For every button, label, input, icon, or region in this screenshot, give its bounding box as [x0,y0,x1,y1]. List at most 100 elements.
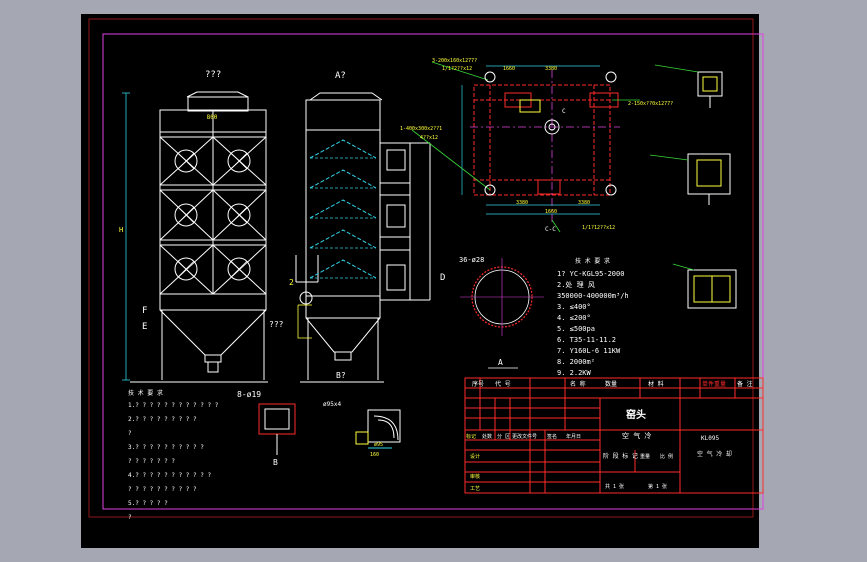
plan-dim-bottom-0: 3380 [516,200,528,206]
left-notes-title: 技 术 要 求 [128,389,163,397]
side-view [295,92,431,383]
front-view-outlet-dim: 800 [207,114,218,121]
tech-requirement-item: 7. Y160L-6 11KW [557,347,621,355]
sheet-border-inner [88,18,754,518]
front-view-fan-circle [174,257,198,281]
front-view-circles [174,149,251,281]
tb-sign-3: 更改文件号 [512,433,537,440]
left-note-line: 5.? ? ? ? ? [128,500,168,507]
left-note-line: 1.? ? ? ? ? ? ? ? ? ? ? ? [128,402,219,409]
filter-bag-row [309,139,377,159]
plan-dim-bottom-1: 1660 [545,209,557,215]
side-view-pipe-label: 2 [289,278,294,287]
detail-leaders-right [649,64,699,271]
filter-bag-row [309,199,377,219]
detail-views-right [687,71,737,309]
tb-header-2: 名 称 [570,380,586,388]
tech-requirement-item: 8. 2000m² [557,358,595,366]
tech-requirement-item: 4. ≤200° [557,314,591,322]
detail-elbow [355,409,401,449]
plan-callout-2: 1-400x300x2??1 [400,126,442,132]
front-view-top-label: ??? [205,70,221,80]
fan-cross [177,260,195,278]
left-note-line: 2.? ? ? ? ? ? ? ? ? [128,416,197,423]
fan-cross [177,152,195,170]
front-view-label-f: F [142,306,147,316]
fan-cross [230,152,248,170]
ring-view: 36-ø28 A [459,256,544,369]
tb-company: 窑头 [626,408,646,421]
elbow-dim-label: ø95x4 [323,401,341,408]
tb-sign-0: 标记 [466,433,476,440]
tb-scale-label: 比 例 [660,453,673,460]
tech-requirement-item: 6. T35-11-11.2 [557,336,616,344]
elbow-dim-bottom: 160 [370,452,379,458]
fan-cross [177,206,195,224]
tech-requirement-item: 2.处 理 风 [557,280,595,289]
tb-sign-5: 年月日 [566,433,581,440]
front-view-fan-circle [174,149,198,173]
side-view-filter-bags [309,139,377,279]
side-view-label-b: B? [336,371,346,380]
left-note-line: ? ? ? ? ? ? ? ? ? ? [128,486,197,493]
front-view-fan-circle [174,203,198,227]
plan-callout-1b: 1/1?2??x12 [442,66,472,72]
side-view-yellow [297,304,312,339]
elbow-dim-d: ø95 [374,442,383,448]
tb-sheet-no: 第 1 张 [648,483,667,490]
tb-role-1: 审核 [470,473,480,480]
tech-requirement-item: 9. 2.2KW [557,369,592,377]
plan-dim-bottom-2: 3380 [578,200,590,206]
side-view-top-label: A? [335,71,346,81]
front-view-dim-lines [122,92,130,381]
left-note-line: ? [128,430,132,437]
left-note-line: 3.? ? ? ? ? ? ? ? ? ? [128,444,204,451]
drawing-sheet [81,14,759,548]
front-view-fan-circle [227,257,251,281]
plan-dim-top-1: 3380 [545,66,557,72]
tech-requirements-title: 技 术 要 求 [575,257,610,265]
tb-subtitle: 空 气 冷 却 [697,450,732,458]
front-view: ??? [130,70,268,383]
tech-requirement-item: 1? YC-KGL95-2000 [557,270,624,278]
tb-role-0: 设计 [470,453,480,460]
tb-header-5: 单件重量 [702,380,726,388]
fan-cross [230,206,248,224]
plan-label-c: C [562,108,566,115]
side-view-labels: A? 2 B? ??? D [269,71,445,380]
detail-flange-square [258,403,296,455]
tech-requirement-item: 5. ≤500pa [557,325,595,333]
front-view-flange-dim: 8-ø19 [237,390,261,399]
plan-view-leaders [411,61,640,233]
tb-sign-2: 分 区 [497,433,510,440]
tb-role-2: 工艺 [470,486,480,492]
tb-header-0: 序号 [472,380,484,388]
side-view-label-d: D [440,273,445,283]
left-notes: 技 术 要 求 1.? ? ? ? ? ? ? ? ? ? ? ? 2.? ? ?… [128,389,219,521]
front-view-label-e: E [142,322,147,332]
left-note-line: ? [128,514,132,521]
plan-dim-top-0: 1660 [503,66,515,72]
label-a: A [498,358,503,367]
left-note-line: 4.? ? ? ? ? ? ? ? ? ? ? [128,472,211,479]
tb-code: KL095 [701,435,719,442]
tb-sheet-label: 共 1 张 [605,483,624,490]
plan-view-labels: 3-200x160x1277? 1/1?2??x12 1-400x300x2??… [400,58,673,233]
filter-bag-row [309,229,377,249]
plan-bottom-note: 1/1?12??x12 [582,225,615,231]
plan-section-label: C-C [545,226,556,233]
front-view-labels: 800 F E 8-ø19 [142,114,261,399]
plan-view-circles [484,71,617,196]
side-view-label-q: ??? [269,320,284,329]
plan-view [473,84,619,196]
tb-sign-1: 处数 [482,433,492,440]
filter-bag-row [309,169,377,189]
left-label-b: B [273,458,278,467]
plan-callout-3: 2-150x??0x1277? [628,101,673,107]
front-view-fan-circle [227,149,251,173]
plan-view-dims [461,65,600,215]
filter-bag-row [309,259,377,279]
tb-sign-4: 签名 [547,433,557,440]
